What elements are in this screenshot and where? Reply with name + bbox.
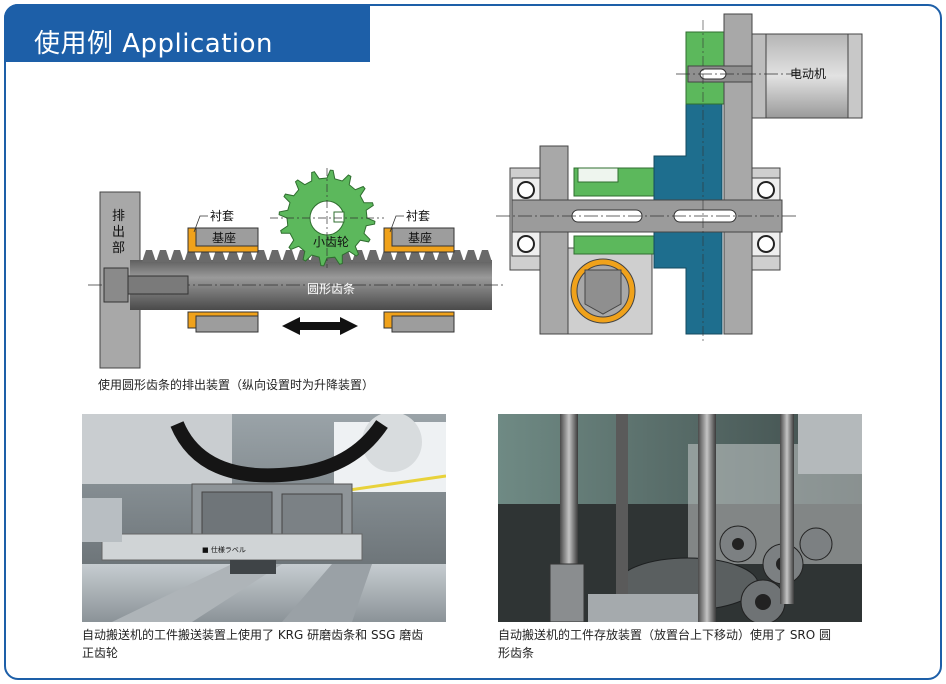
caption-photo-left: 自动搬送机的工件搬送装置上使用了 KRG 研磨齿条和 SSG 磨齿 正齿轮 <box>82 626 454 662</box>
photo-rack-post <box>616 414 628 622</box>
section-title: 使用例 Application <box>34 29 274 59</box>
label-pinion: 小齿轮 <box>313 235 349 249</box>
photo-carrier-plate <box>101 533 363 561</box>
section-header: 使用例 Application <box>4 4 370 62</box>
label-discharge-1: 排 <box>112 209 125 224</box>
base-left-top <box>195 227 259 247</box>
caption-photo-right-line2: 形齿条 <box>498 646 535 660</box>
photo-workpiece-transfer: ■ 仕様ラベル <box>82 414 446 622</box>
label-motor: 电动机 <box>790 67 826 81</box>
caption-photo-left-line2: 正齿轮 <box>82 646 119 660</box>
double-arrow <box>282 317 358 335</box>
label-discharge-2: 出 <box>112 225 125 240</box>
label-base-left: 基座 <box>212 230 236 245</box>
label-bushing-right: 衬套 <box>406 209 430 223</box>
drive-section-diagram: 电动机 <box>496 13 863 342</box>
caption-discharge: 使用圆形齿条的排出装置（纵向设置时为升降装置） <box>98 378 375 392</box>
caption-photo-right: 自动搬送机的工件存放装置（放置台上下移动）使用了 SRO 圆 形齿条 <box>498 626 870 662</box>
label-base-right: 基座 <box>408 230 432 245</box>
label-discharge-3: 部 <box>112 241 125 256</box>
label-round-rack: 圆形齿条 <box>307 282 355 296</box>
photo-plate-label: ■ 仕様ラベル <box>202 545 246 554</box>
center-plate <box>723 13 753 335</box>
caption-photo-right-line1: 自动搬送机的工件存放装置（放置台上下移动）使用了 SRO 圆 <box>498 628 832 642</box>
photo-workpiece-storage <box>498 414 862 622</box>
caption-photo-left-line1: 自动搬送机的工件搬送装置上使用了 KRG 研磨齿条和 SSG 磨齿 <box>82 628 424 642</box>
base-right-top <box>391 227 455 247</box>
label-bushing-left: 衬套 <box>210 209 234 223</box>
discharge-diagram: 排 出 部 衬套 基座 衬套 基座 小齿轮 圆形齿条 <box>88 168 504 369</box>
end-bolt <box>103 267 129 303</box>
